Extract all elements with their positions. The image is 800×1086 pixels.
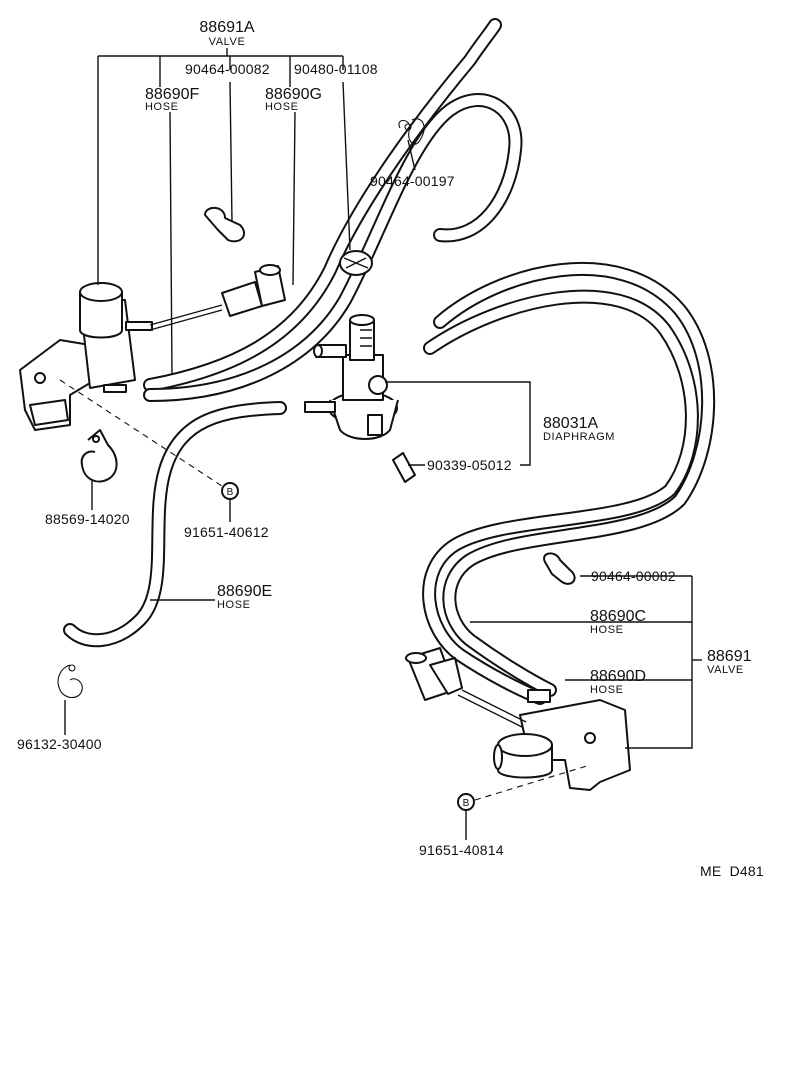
clip-90464-00082-right-drawing xyxy=(543,552,576,585)
label-88690e-name: HOSE xyxy=(217,599,251,611)
label-88031a-name: DIAPHRAGM xyxy=(543,431,615,443)
drawing-code: ME D481 xyxy=(700,863,764,879)
label-88031a-number: 88031A xyxy=(543,415,598,432)
valve-88691a-drawing xyxy=(19,264,286,431)
label-88569-14020: 88569-14020 xyxy=(45,511,130,527)
label-88691a-number: 88691A xyxy=(199,19,254,36)
label-88690f-name: HOSE xyxy=(145,101,179,113)
bolt-91651-40612-drawing: B xyxy=(59,379,239,500)
bolt-91651-40814-drawing: B xyxy=(457,764,591,811)
hose-88690d xyxy=(422,289,699,705)
label-90339-05012: 90339-05012 xyxy=(427,457,512,473)
hose-88690e xyxy=(63,401,287,648)
clip-96132-30400-drawing xyxy=(57,664,83,699)
label-88691-number: 88691 xyxy=(707,648,752,665)
label-88690e-number: 88690E xyxy=(217,583,272,600)
label-88690d-number: 88690D xyxy=(590,668,646,685)
leader-lines xyxy=(64,48,702,840)
labels: 88691A VALVE 90464-00082 90480-01108 886… xyxy=(17,19,764,879)
valve-88691-drawing xyxy=(405,647,631,791)
label-90464-00082: 90464-00082 xyxy=(185,61,270,77)
bolt-symbol-a: B xyxy=(227,487,234,498)
label-88690c-number: 88690C xyxy=(590,608,646,625)
label-88691a-name: VALVE xyxy=(209,36,246,48)
label-90480-01108: 90480-01108 xyxy=(294,61,378,77)
label-88690f-number: 88690F xyxy=(145,86,199,103)
hose-88690c xyxy=(433,262,716,697)
label-91651-40814: 91651-40814 xyxy=(419,842,504,858)
clamp-88569-14020-drawing xyxy=(80,429,118,483)
label-90464-00197: 90464-00197 xyxy=(370,173,455,189)
label-96132-30400: 96132-30400 xyxy=(17,736,102,752)
pin-90339-05012-drawing xyxy=(392,452,416,483)
hose-88690g xyxy=(143,18,502,392)
fitting-90480-01108-drawing xyxy=(339,250,373,276)
clip-90464-00082-drawing xyxy=(204,206,246,243)
label-88690d-name: HOSE xyxy=(590,684,624,696)
label-88691-name: VALVE xyxy=(707,664,744,676)
diaphragm-88031a-drawing xyxy=(304,314,399,440)
hose-88690f xyxy=(143,93,523,402)
label-88690g-name: HOSE xyxy=(265,101,299,113)
label-88690g-number: 88690G xyxy=(265,86,322,103)
label-90464-00082-right: 90464-00082 xyxy=(591,568,676,584)
label-88690c-name: HOSE xyxy=(590,624,624,636)
bolt-symbol-b: B xyxy=(463,798,470,809)
clip-90464-00197-drawing xyxy=(398,118,425,145)
label-91651-40612: 91651-40612 xyxy=(184,524,269,540)
